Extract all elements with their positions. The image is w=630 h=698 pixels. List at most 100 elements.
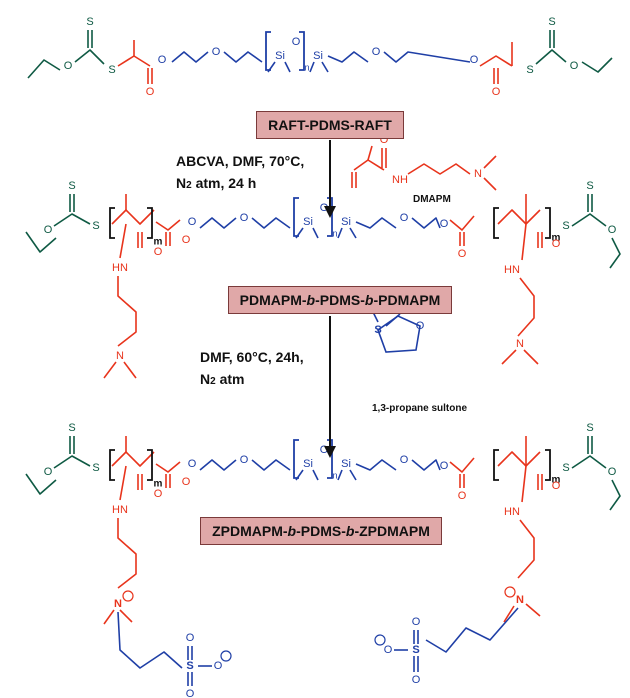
amide-bond-left	[119, 465, 127, 501]
amide-nh-right: HN	[504, 264, 520, 276]
quaternary-n-left: N	[114, 598, 122, 610]
dmapm-carbonyl-o: O	[380, 134, 389, 146]
pdmapm-repeat-m-right: m	[552, 475, 561, 486]
pdms-si-1: Si	[303, 458, 313, 470]
pdms-repeat-n: n	[332, 470, 337, 480]
label2-block1: b	[306, 292, 316, 308]
ester-o-right: O	[470, 54, 479, 66]
sultone-so-double	[385, 313, 401, 327]
pdms-linker-left	[199, 459, 237, 471]
amide-o-right: O	[552, 238, 561, 250]
sulfonate-ominus-right: O	[384, 644, 393, 656]
label3-block2: b	[345, 523, 355, 539]
pdms-si-1: Si	[275, 50, 285, 62]
pdms-siloxane-o: O	[320, 202, 329, 214]
n-methyl-left	[103, 609, 115, 625]
amide-o-right: O	[552, 480, 561, 492]
pdmapm-backbone-left	[111, 209, 155, 225]
label3-pre: ZPDMAPM-	[212, 523, 288, 539]
pdms-propyl-left	[251, 217, 291, 229]
raft-o-left: O	[64, 60, 73, 72]
pdmapm-repeat-m-left: m	[154, 479, 163, 490]
pdmapm-bracket-left-open	[109, 207, 115, 239]
propyl-chain-right	[517, 519, 535, 579]
pdms-propyl-right	[327, 51, 369, 63]
pdmapm-ester-right	[449, 215, 475, 231]
pdmapm-repeat-m-left: m	[154, 237, 163, 248]
pdms-si-methyl	[284, 61, 291, 73]
pdmapm-carbonyl-o-right: O	[458, 490, 467, 502]
positive-charge-right	[504, 586, 516, 598]
pdms-repeat-bracket-left	[293, 197, 299, 237]
pdmapm-bracket-left-close	[147, 449, 153, 481]
sulfonate-o-left: O	[186, 632, 195, 644]
end-o-right: O	[608, 224, 617, 236]
pdms-si-methyl	[295, 227, 304, 239]
pdms-linker-right	[383, 51, 471, 63]
product-label-raft-pdms-raft: RAFT-PDMS-RAFT	[256, 111, 404, 139]
amide-nh-left: HN	[112, 262, 128, 274]
pdms-ester-o-left: O	[188, 216, 197, 228]
dmapm-methyl	[367, 145, 373, 161]
propyl-chain-right	[517, 277, 535, 337]
n-methyl-left	[123, 361, 137, 379]
ester-o-left: O	[158, 54, 167, 66]
propyl-chain-left	[117, 276, 137, 347]
pdms-repeat-bracket-left	[265, 31, 271, 71]
raft-carbonyl-o-right: O	[492, 86, 501, 98]
pdms-ester-o-right: O	[440, 460, 449, 472]
pdmapm-bracket-right-close	[545, 207, 551, 239]
sultone-ring	[377, 315, 421, 353]
end-thioether-s-left: S	[92, 462, 99, 474]
pdmapm-bracket-left-close	[147, 207, 153, 239]
pdms-si-methyl	[349, 227, 357, 239]
dmapm-n-methyl	[483, 177, 497, 191]
step2-conditions-line2: N2 atm	[200, 371, 245, 387]
label2-block2: b	[364, 292, 374, 308]
raft-thione-s-left: S	[86, 16, 93, 28]
arrow-step1-head	[324, 206, 336, 218]
n-methyl-left	[103, 361, 117, 379]
pdms-ether-o-right: O	[400, 212, 409, 224]
pdms-si-2: Si	[341, 458, 351, 470]
end-o-left: O	[44, 224, 53, 236]
dmapm-amine-n: N	[474, 168, 482, 180]
amide-nh-left: HN	[112, 504, 128, 516]
amide-nh-right: HN	[504, 506, 520, 518]
dmapm-propyl	[407, 163, 471, 175]
tertiary-amine-n-right: N	[516, 338, 524, 350]
pdms-propyl-left	[251, 459, 291, 471]
pdmapm-ester-left	[155, 219, 181, 231]
raft-thiocarbonyl-left	[74, 49, 105, 65]
sulfonate-o-left: O	[186, 688, 195, 698]
end-thiocarbonyl-right	[571, 213, 607, 227]
reagent-structures: ONHNSOOO	[351, 134, 497, 353]
pdms-ether-o-right: O	[400, 454, 409, 466]
pdms-repeat-bracket-left	[293, 439, 299, 479]
end-ethyl-right	[609, 479, 621, 511]
label2-mid: -PDMS-	[315, 292, 365, 308]
pdmapm-carbonyl-o-left: O	[182, 234, 191, 246]
pdms-linker-left	[199, 217, 237, 229]
pdmapm-repeat-m-right: m	[552, 233, 561, 244]
pdms-propyl-right	[355, 217, 397, 229]
n-methyl-right	[501, 349, 517, 365]
end-ethyl-left	[25, 473, 57, 495]
pdms-si-2: Si	[313, 50, 323, 62]
end-o-right: O	[608, 466, 617, 478]
pdmapm-ester-left	[155, 461, 181, 473]
pdmapm-ester-right	[449, 457, 475, 473]
raft-o-right: O	[570, 60, 579, 72]
sulfonate-ominus-left: O	[214, 660, 223, 672]
raft-propanoate-left	[117, 55, 151, 67]
pdms-si-methyl	[321, 61, 329, 73]
pdms-si-methyl	[337, 227, 343, 239]
pdms-ether-o-left: O	[240, 454, 249, 466]
pdms-si-methyl	[349, 469, 357, 481]
pdms-si-2: Si	[341, 216, 351, 228]
end-ethyl-left	[25, 231, 57, 253]
pdms-siloxane-o: O	[292, 36, 301, 48]
label3-mid: -PDMS-	[296, 523, 346, 539]
